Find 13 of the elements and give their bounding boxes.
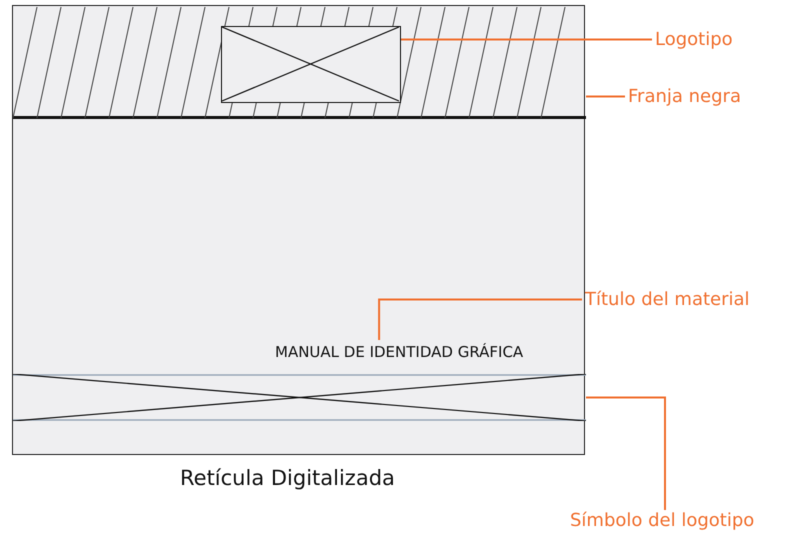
callout-label: Franja negra [628, 86, 741, 107]
crossed-placeholder-box [221, 26, 401, 103]
leader-line [401, 38, 652, 40]
cover-title: MANUAL DE IDENTIDAD GRÁFICA [275, 343, 524, 361]
crossed-placeholder-band [13, 374, 586, 421]
caption: Retícula Digitalizada [180, 466, 395, 490]
callout-label: Símbolo del logotipo [570, 510, 754, 531]
callout-label: Título del material [585, 289, 750, 310]
callout-label: Logotipo [655, 29, 733, 50]
leader-line [586, 96, 625, 98]
page-frame [12, 5, 585, 455]
leader-line [586, 396, 666, 510]
leader-line [378, 298, 582, 340]
